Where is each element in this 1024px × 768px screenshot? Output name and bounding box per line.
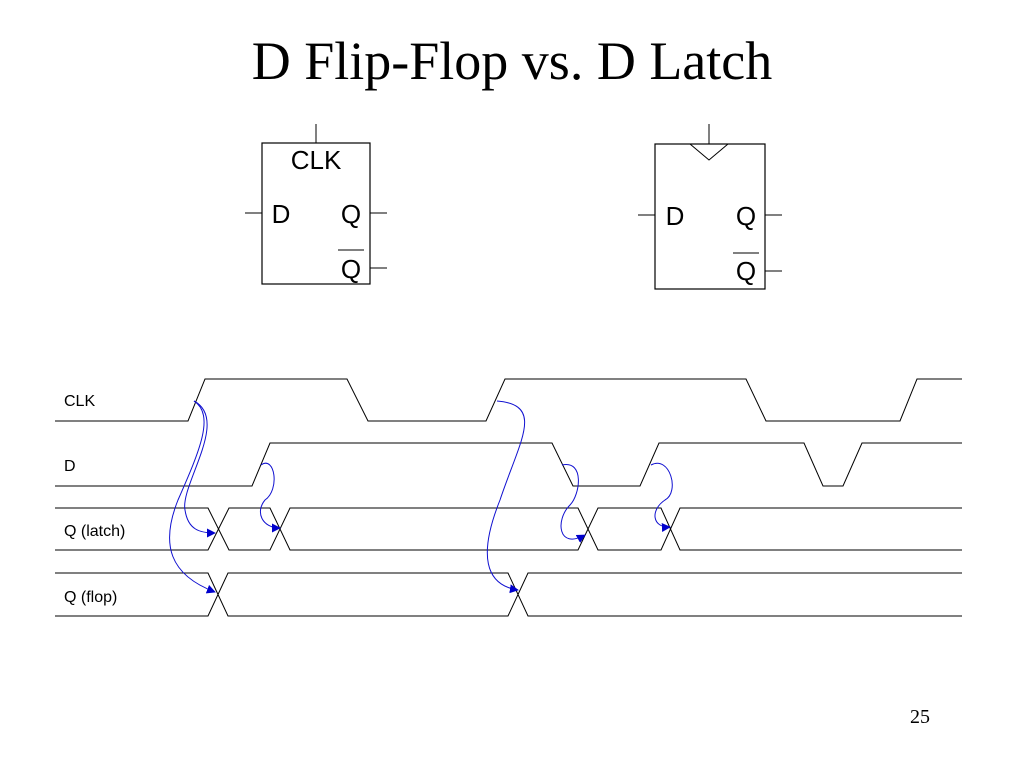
latch-box (261, 142, 371, 285)
signal-label-d: D (64, 458, 76, 475)
causal-arrow-d-rise-to-q-latch-2 (650, 462, 673, 532)
latch-q-label: Q (341, 199, 361, 229)
signal-label-q-latch: Q (latch) (64, 523, 125, 540)
q-latch-waveform (55, 507, 962, 551)
causal-arrows (169, 400, 673, 594)
flop-qbar-label: Q (736, 256, 756, 286)
latch-symbol: CLK D Q Q (245, 124, 387, 285)
latch-clk-label: CLK (291, 145, 342, 175)
flop-q-label: Q (736, 201, 756, 231)
flop-box (654, 143, 766, 290)
latch-qbar-label: Q (341, 254, 361, 284)
clock-edge-triangle-icon (689, 143, 729, 161)
flop-symbol: D Q Q (638, 124, 782, 290)
causal-arrow-clk-to-q-flop (169, 400, 216, 594)
causal-arrow-d-fall-to-q-latch (560, 464, 586, 543)
flop-d-label: D (666, 201, 685, 231)
signal-label-clk: CLK (64, 393, 95, 410)
timing-labels: CLK D Q (latch) Q (flop) (64, 393, 125, 606)
slide-title: D Flip-Flop vs. D Latch (251, 31, 773, 91)
causal-arrow-clk-to-q-latch (184, 400, 216, 538)
d-waveform (55, 442, 962, 487)
signal-label-q-flop: Q (flop) (64, 589, 117, 606)
q-flop-waveform (55, 572, 962, 617)
causal-arrow-clk-to-q-flop-2 (486, 400, 525, 594)
page-number: 25 (910, 706, 930, 728)
latch-d-label: D (272, 199, 291, 229)
clk-waveform (55, 378, 962, 422)
causal-arrow-d-rise-to-q-latch (260, 462, 281, 533)
